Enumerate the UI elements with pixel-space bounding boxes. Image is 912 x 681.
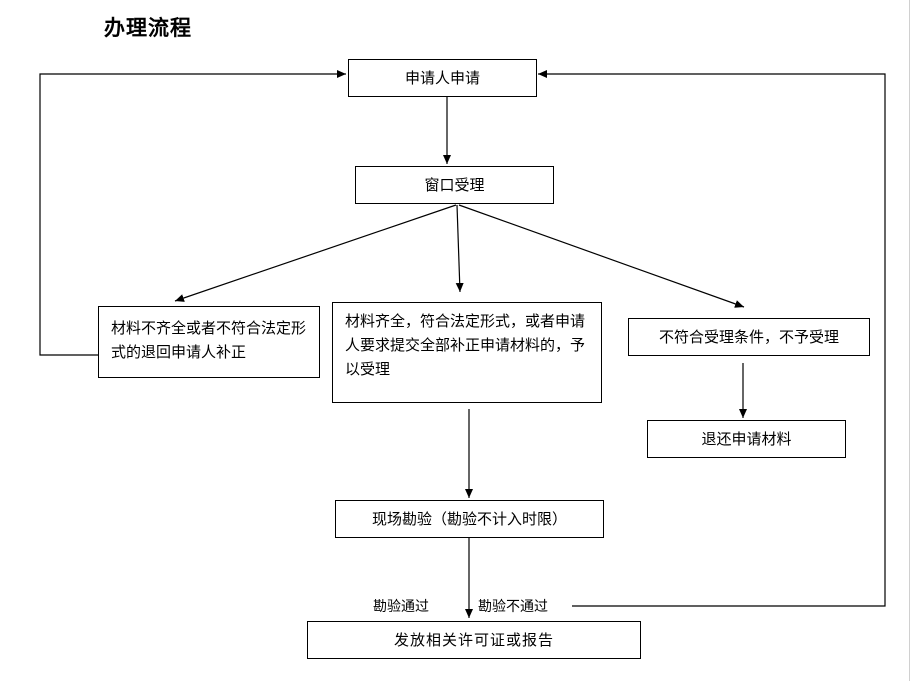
arrow-incomplete-back-to-apply bbox=[39, 70, 346, 356]
node-return-materials: 退还申请材料 bbox=[647, 420, 846, 458]
node-incomplete-materials: 材料不齐全或者不符合法定形式的退回申请人补正 bbox=[98, 306, 320, 378]
edge-label-inspection-pass: 勘验通过 bbox=[372, 596, 430, 616]
node-issue-license: 发放相关许可证或报告 bbox=[307, 621, 641, 659]
edge-label-inspection-fail: 勘验不通过 bbox=[477, 596, 549, 616]
node-site-inspection-label: 现场勘验（勘验不计入时限） bbox=[371, 510, 567, 528]
node-rejected: 不符合受理条件，不予受理 bbox=[628, 318, 870, 356]
node-window-acceptance-label: 窗口受理 bbox=[424, 176, 485, 194]
arrow-fail-back-to-apply bbox=[538, 70, 886, 607]
node-rejected-label: 不符合受理条件，不予受理 bbox=[658, 328, 839, 346]
arrow-window-to-accept bbox=[455, 204, 464, 293]
node-site-inspection: 现场勘验（勘验不计入时限） bbox=[335, 500, 604, 538]
page-border bbox=[909, 0, 910, 681]
arrow-window-to-incomplete bbox=[174, 204, 457, 302]
page-title: 办理流程 bbox=[104, 15, 192, 40]
node-apply-label: 申请人申请 bbox=[404, 69, 480, 87]
node-issue-license-label: 发放相关许可证或报告 bbox=[393, 631, 554, 649]
node-apply: 申请人申请 bbox=[348, 59, 537, 97]
node-return-materials-label: 退还申请材料 bbox=[701, 430, 792, 448]
arrow-window-to-reject bbox=[458, 204, 745, 308]
node-window-acceptance: 窗口受理 bbox=[355, 166, 554, 204]
node-accepted-label: 材料齐全，符合法定形式，或者申请人要求提交全部补正申请材料的，予以受理 bbox=[345, 312, 586, 378]
node-accepted: 材料齐全，符合法定形式，或者申请人要求提交全部补正申请材料的，予以受理 bbox=[332, 302, 602, 403]
node-incomplete-materials-label: 材料不齐全或者不符合法定形式的退回申请人补正 bbox=[111, 319, 307, 361]
